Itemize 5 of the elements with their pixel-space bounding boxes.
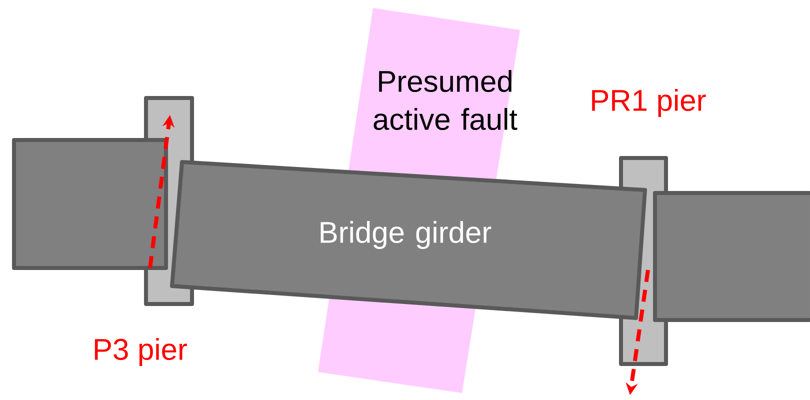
pier-label: P3 pier: [94, 338, 187, 366]
deck-block: [12, 138, 168, 270]
pier-label: PR1 pier: [592, 89, 706, 117]
bridge-girder: Bridge girder: [170, 160, 647, 320]
deck-block: [653, 191, 810, 322]
